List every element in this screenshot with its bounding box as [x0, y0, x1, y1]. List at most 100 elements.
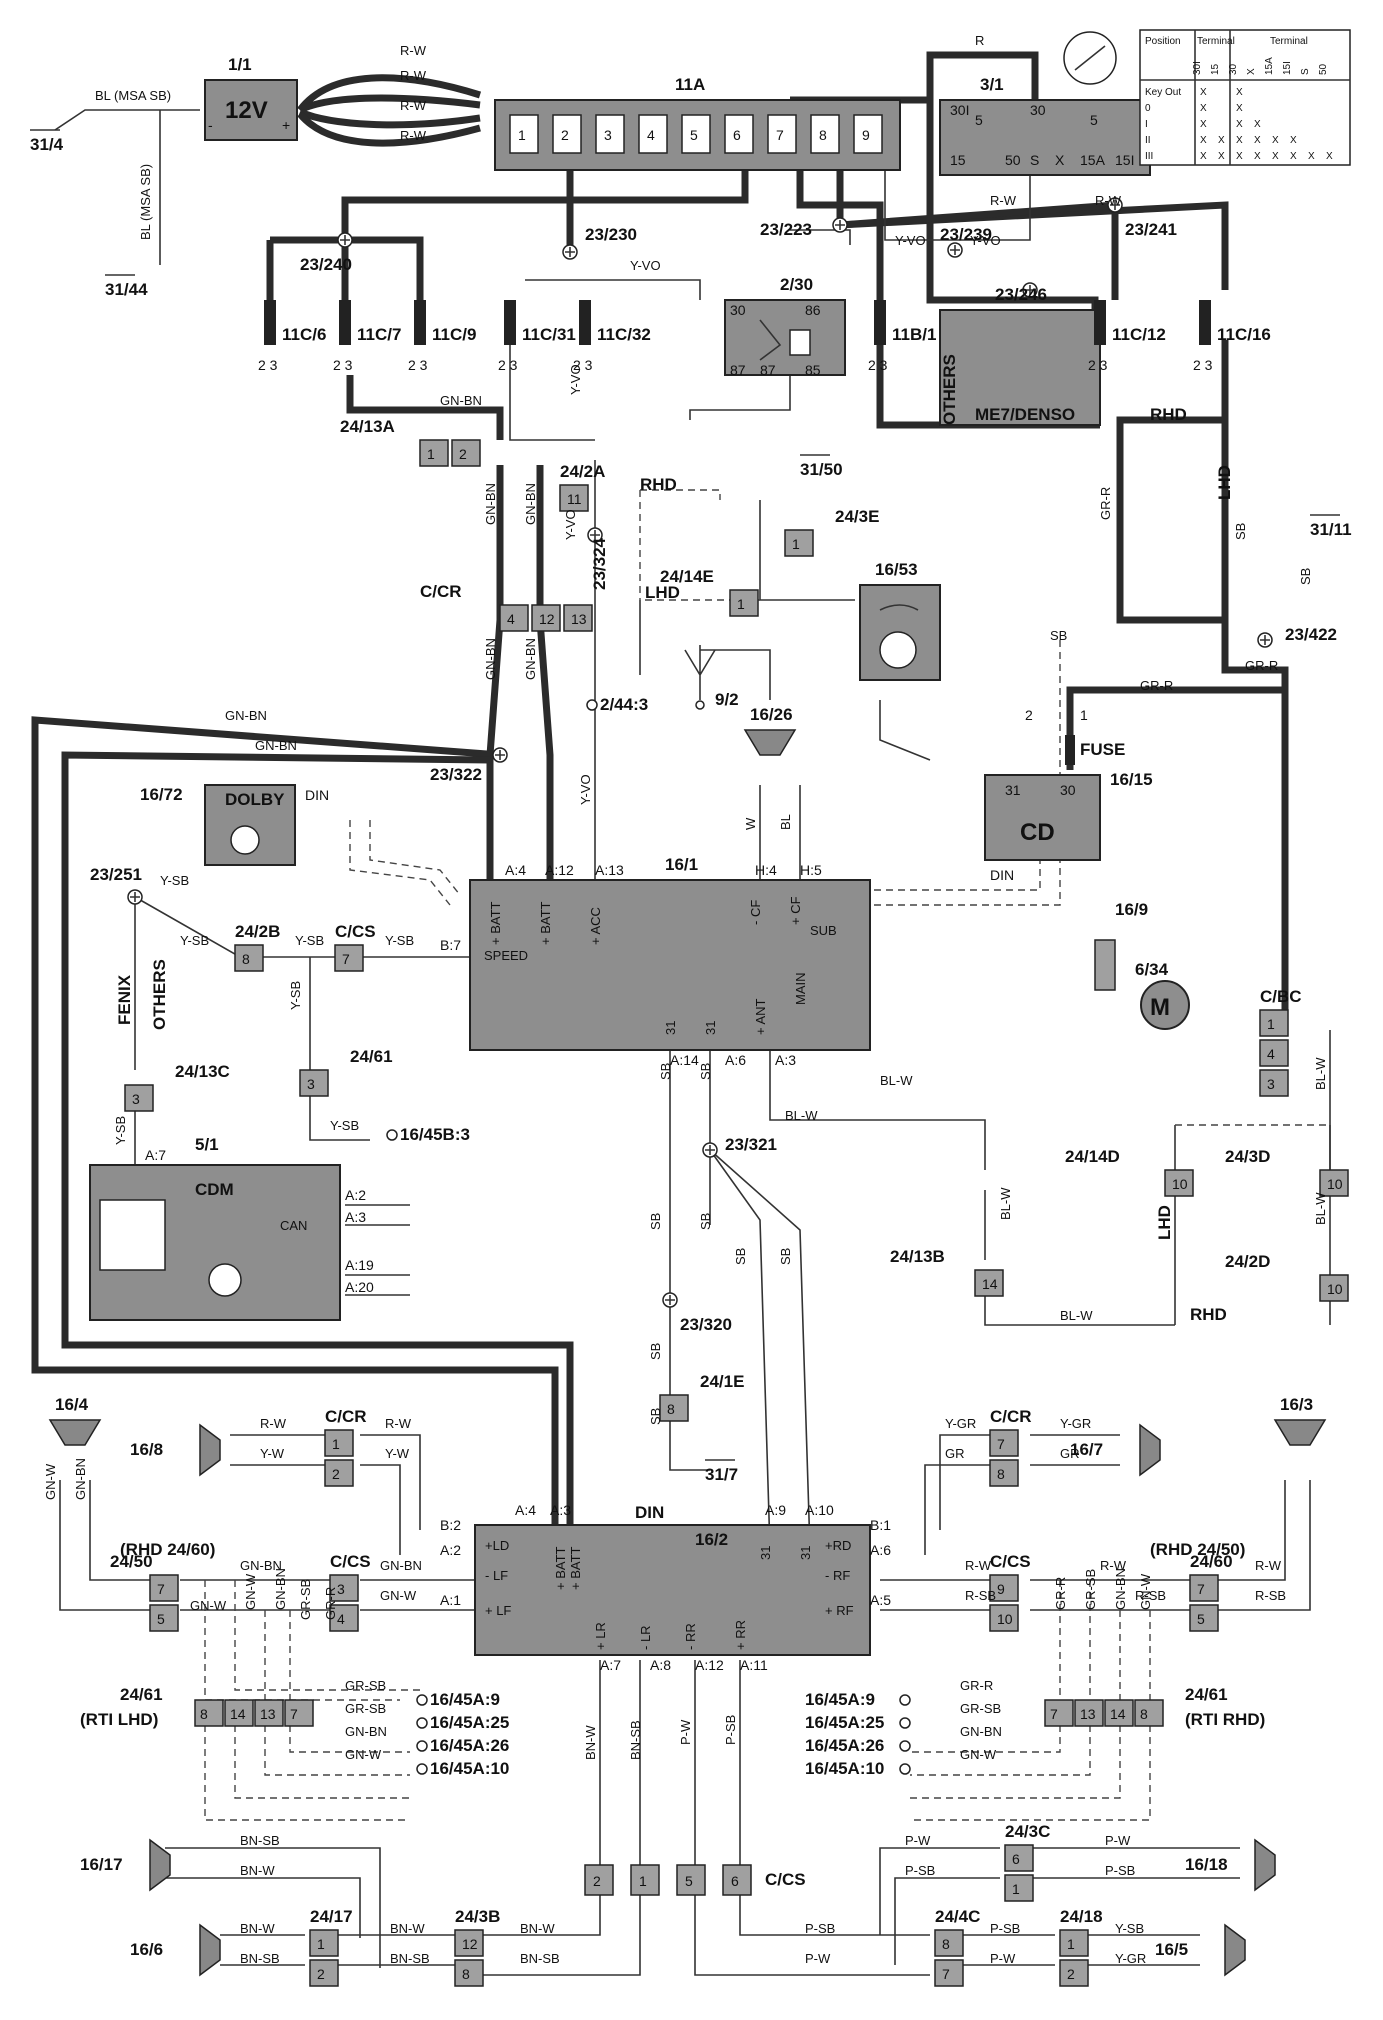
- speaker-icon: [743, 729, 797, 756]
- amplifier-unit: 16/2 DIN A:4 A:3 A:9 A:10 B:2 A:2 A:1 B:…: [440, 1502, 891, 1673]
- connector-pin: [989, 1459, 1019, 1487]
- fuse-pins: 2 3: [498, 357, 518, 373]
- connector-pin-number: 7: [342, 951, 350, 967]
- key-mark: X: [1218, 135, 1225, 146]
- svg-text:A:10: A:10: [805, 1502, 834, 1518]
- connector-pin: [630, 1864, 660, 1896]
- connector-id: 24/60: [1190, 1552, 1233, 1571]
- connector-pin: [1059, 1959, 1089, 1987]
- dashed-wires: [204, 489, 1330, 1821]
- svg-text:87: 87: [760, 362, 776, 378]
- wire-color-label: GR: [1060, 1446, 1080, 1461]
- cd-changer: CD 16/15 FUSE 31 30 2 1 DIN: [984, 707, 1153, 883]
- wire-color-label: SB: [778, 1248, 793, 1265]
- reference-dot: [416, 1717, 428, 1729]
- connector-id: 24/61: [1185, 1685, 1228, 1704]
- connector-pin-number: 7: [1197, 1581, 1205, 1597]
- svg-text:Terminal: Terminal: [1270, 36, 1308, 47]
- svg-text:5: 5: [1090, 112, 1098, 128]
- fuse-pins: 2 3: [258, 357, 278, 373]
- speaker-icon: [199, 1923, 221, 1977]
- relay-2-30: 2/30 30 86 85 87 87: [724, 275, 846, 378]
- key-mark: X: [1308, 151, 1315, 162]
- connector-pin-number: 8: [242, 951, 250, 967]
- svg-text:+ BATT: + BATT: [553, 1546, 568, 1590]
- rhd-note: RHD: [1150, 405, 1187, 424]
- svg-text:A:1: A:1: [440, 1592, 461, 1608]
- wire-color-label: R-SB: [965, 1588, 996, 1603]
- svg-text:A:3: A:3: [550, 1502, 571, 1518]
- splice-id: 23/246: [995, 285, 1047, 304]
- key-mark: X: [1218, 151, 1225, 162]
- wire-color-label: GR-R: [960, 1678, 993, 1693]
- reference-id: 16/45A:26: [805, 1736, 884, 1755]
- wire-color-label: R-W: [400, 128, 427, 143]
- connector-pin-number: 4: [337, 1611, 345, 1627]
- labels: 31/431/4431/5031/1131/72/44:316/45B:316/…: [30, 129, 1352, 1778]
- fuse-pins: 2 3: [1088, 357, 1108, 373]
- wire-color-label: GR-SB: [960, 1701, 1001, 1716]
- connector-pin: [559, 484, 589, 512]
- key-mark: X: [1254, 135, 1261, 146]
- wire-color-label: P-W: [990, 1951, 1016, 1966]
- svg-text:30: 30: [1060, 782, 1076, 798]
- wire-color-label: GN-BN: [523, 483, 538, 525]
- connector-pin-number: 13: [571, 611, 587, 627]
- connector-id: 24/3D: [1225, 1147, 1270, 1166]
- wire-color-label: SB: [658, 1063, 673, 1080]
- svg-text:CD: CD: [1020, 819, 1055, 846]
- wire-color-label: Y-SB: [160, 873, 189, 888]
- fuse-id: 11C/16: [1217, 325, 1271, 344]
- svg-text:- LR: - LR: [638, 1625, 653, 1650]
- wire-color-label: BL (MSA SB): [138, 164, 153, 240]
- wire-color-label: Y-VO: [895, 233, 926, 248]
- connector-pin-number: 8: [462, 1966, 470, 1982]
- wire-color-label: SB: [648, 1343, 663, 1360]
- fuse-number: 9: [862, 127, 870, 143]
- wire-color-label: SB: [1298, 568, 1313, 585]
- wire-color-label: P-W: [678, 1719, 693, 1745]
- lhd-note: LHD: [1215, 465, 1234, 500]
- connector-pin-number: 14: [1110, 1706, 1126, 1722]
- svg-text:A:2: A:2: [440, 1542, 461, 1558]
- splice-id: 23/230: [585, 225, 637, 244]
- speaker-id: 16/4: [55, 1395, 89, 1414]
- connector-pin: [934, 1929, 964, 1957]
- wire-color-label: GN-BN: [240, 1558, 282, 1573]
- connector-pin-number: 2: [317, 1966, 325, 1982]
- connector-pin-number: 1: [1267, 1016, 1275, 1032]
- svg-text:A:4: A:4: [505, 862, 526, 878]
- svg-text:16/53: 16/53: [875, 560, 918, 579]
- wire-color-label: Y-GR: [1060, 1416, 1091, 1431]
- wire-color-label: GN-W: [43, 1463, 58, 1500]
- svg-text:5: 5: [975, 112, 983, 128]
- speaker-id: 16/7: [1070, 1440, 1103, 1459]
- svg-text:+RD: +RD: [825, 1538, 851, 1553]
- wire-color-label: P-SB: [723, 1715, 738, 1745]
- wire-color-label: GN-BN: [273, 1568, 288, 1610]
- wire-color-label: SB: [648, 1213, 663, 1230]
- svg-text:50: 50: [1005, 152, 1021, 168]
- wire-color-label: Y-W: [385, 1446, 410, 1461]
- svg-text:B:1: B:1: [870, 1517, 891, 1533]
- lhd-note: LHD: [1155, 1205, 1174, 1240]
- svg-text:31: 31: [703, 1021, 718, 1035]
- reference-dot: [416, 1740, 428, 1752]
- connector-pin-number: 3: [132, 1091, 140, 1107]
- connector-pin-number: 1: [317, 1936, 325, 1952]
- connector-pin-number: 7: [942, 1966, 950, 1982]
- wire-color-label: GR-SB: [298, 1579, 313, 1620]
- connector-pin-number: 10: [1172, 1176, 1188, 1192]
- wire-color-label: Y-GR: [1115, 1951, 1146, 1966]
- connector-pin-number: 10: [1327, 1176, 1343, 1192]
- fuse-number: 2: [561, 127, 569, 143]
- wire-color-label: R-W: [1095, 193, 1122, 208]
- svg-text:+: +: [282, 117, 290, 133]
- svg-text:5/1: 5/1: [195, 1135, 219, 1154]
- splice-id: 23/240: [300, 255, 352, 274]
- rhd-note: (RHD 24/60): [120, 1540, 215, 1559]
- svg-text:- RF: - RF: [825, 1568, 850, 1583]
- svg-text:+ CF: + CF: [788, 896, 803, 925]
- wire-color-label: Y-SB: [385, 933, 414, 948]
- wire-color-label: BN-W: [583, 1725, 598, 1760]
